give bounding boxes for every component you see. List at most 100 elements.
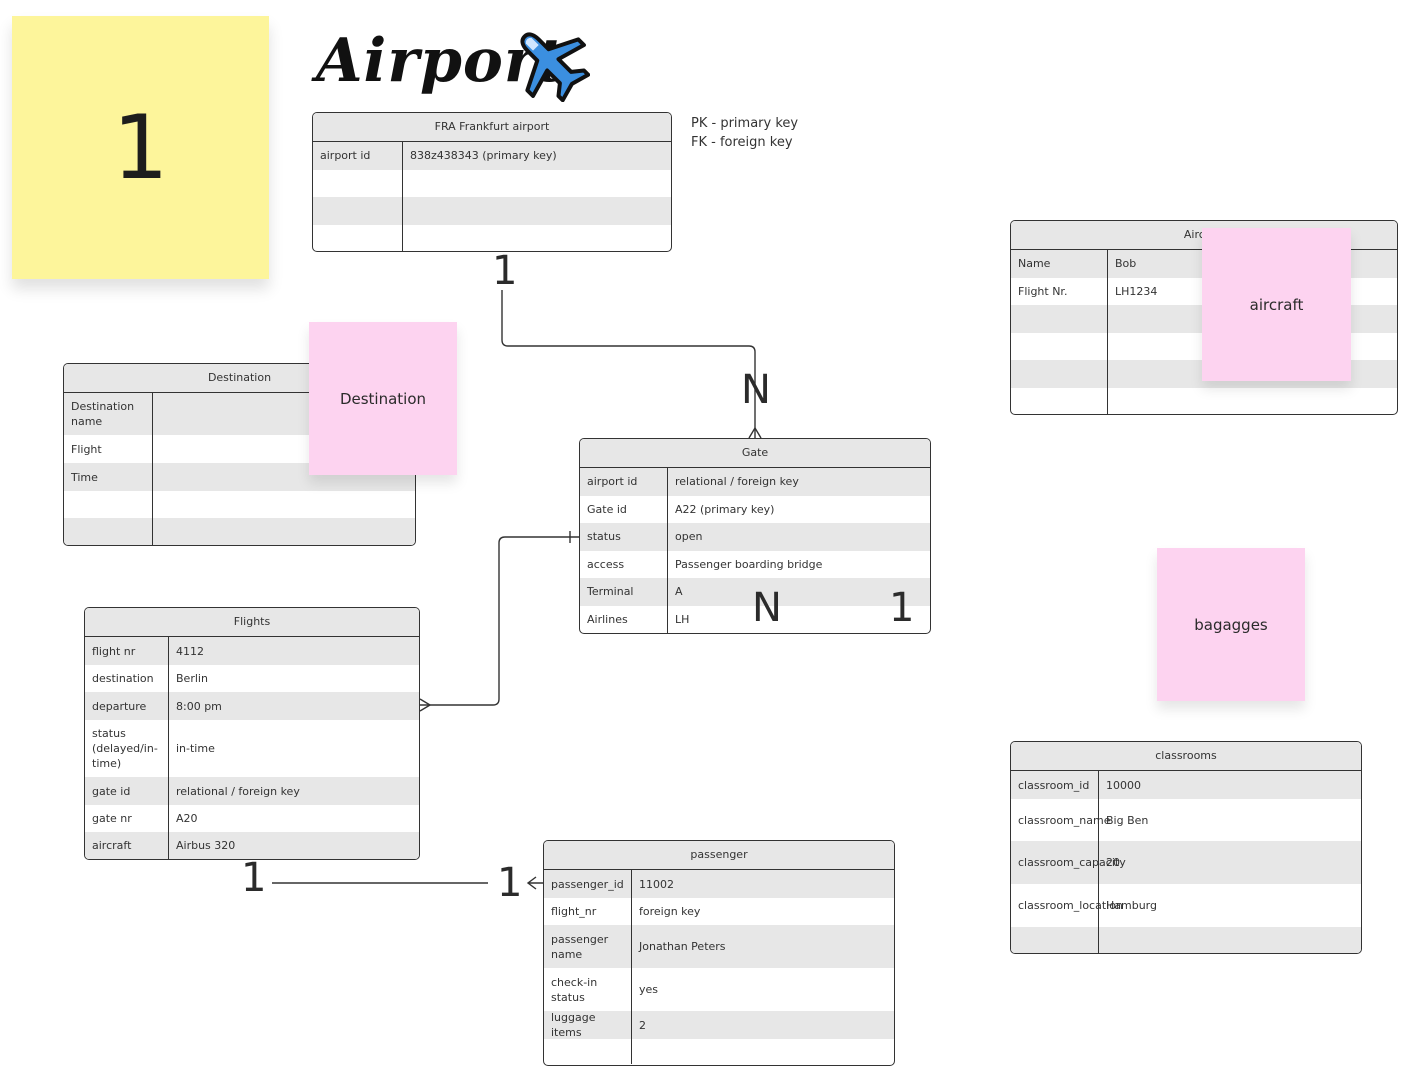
sticky-note-aircraft[interactable]: aircraft [1202,228,1351,381]
table-row[interactable]: status open [580,523,930,551]
field-name: departure [85,692,169,720]
cardinality-flights-1: 1 [241,855,267,901]
field-name [313,169,403,197]
field-name: classroom_location [1011,884,1123,927]
field-name: flight_nr [544,898,632,925]
table-row[interactable]: Gate id A22 (primary key) [580,495,930,523]
field-value: LH [675,612,690,626]
field-name [64,518,153,545]
table-row[interactable]: Flight [64,435,415,463]
field-value: A [675,585,683,599]
table-row[interactable]: flight_nr foreign key [544,898,894,925]
field-value: LH1234 [1115,284,1158,298]
field-name [313,224,403,251]
crowfoot-passenger-icon [526,876,544,890]
field-name: Flight [64,435,153,463]
field-value: relational / foreign key [176,784,300,798]
field-name: access [580,550,668,578]
field-name: airport id [313,142,403,170]
field-name [544,1039,632,1064]
sticky-note-number[interactable]: 1 [12,16,269,279]
field-value [403,225,671,252]
table-title: Flights [85,608,419,637]
field-value: open [675,530,703,544]
table-row[interactable]: airport id relational / foreign key [580,468,930,496]
cardinality-gate-1: 1 [889,585,915,631]
table-title: classrooms [1011,742,1361,771]
table-title: passenger [544,841,894,870]
field-name: destination [85,665,169,692]
table-row[interactable] [313,169,671,197]
table-row[interactable]: access Passenger boarding bridge [580,550,930,578]
table-row[interactable]: Airlines LH [580,605,930,633]
airplane-icon [510,22,591,103]
connector-airport-gate [501,290,756,438]
field-name: airport id [580,468,668,496]
sticky-note-destination[interactable]: Destination [309,322,457,475]
table-row[interactable] [1011,927,1361,953]
table-row[interactable] [1011,387,1397,414]
field-value: foreign key [639,905,701,918]
table-row[interactable]: airport id 838z438343 (primary key) [313,142,671,170]
table-row[interactable]: Terminal A [580,578,930,606]
table-airport[interactable]: FRA Frankfurt airport airport id 838z4383… [312,112,672,252]
field-name: Destination name [64,393,153,435]
field-value: Passenger boarding bridge [675,557,823,571]
legend-fk: FK - foreign key [691,135,793,150]
cardinality-passenger-1: 1 [497,860,523,906]
table-title: Gate [580,439,930,468]
table-row[interactable] [544,1039,894,1064]
cardinality-airport-1: 1 [492,248,518,294]
field-value: Bob [1115,257,1137,271]
field-value: Berlin [176,672,208,685]
field-name [1011,332,1108,360]
field-value: 838z438343 (primary key) [410,149,557,163]
crowfoot-flights-icon [419,698,431,712]
field-value [632,1039,894,1064]
field-value: A22 (primary key) [675,502,775,516]
field-name: status [580,523,668,551]
sticky-note-bagagges[interactable]: bagagges [1157,548,1305,701]
table-row[interactable]: destination Berlin [85,665,419,692]
table-row[interactable] [64,518,415,545]
field-name [313,197,403,225]
table-row[interactable] [313,197,671,225]
field-value: 8:00 pm [176,699,222,713]
field-name: classroom_id [1011,771,1099,799]
table-row[interactable] [1011,332,1397,360]
field-name: gate nr [85,805,169,832]
field-value [1099,927,1361,953]
field-name: classroom_name [1011,799,1110,841]
field-value: relational / foreign key [675,475,799,489]
field-value [153,491,415,518]
table-title: FRA Frankfurt airport [313,113,671,142]
field-name [1011,305,1108,333]
field-name: Terminal [580,578,668,606]
table-row[interactable]: departure 8:00 pm [85,692,419,720]
table-row[interactable] [64,491,415,518]
table-row[interactable]: Flight Nr.LH1234 [1011,277,1397,305]
table-row[interactable] [313,224,671,252]
field-value: 20 [1106,856,1120,869]
field-value: in-time [176,742,215,755]
table-row[interactable]: status (delayed/in-time)in-time [85,720,419,777]
field-name: Gate id [580,495,668,523]
field-name [1011,387,1108,414]
field-name: Airlines [580,605,668,633]
